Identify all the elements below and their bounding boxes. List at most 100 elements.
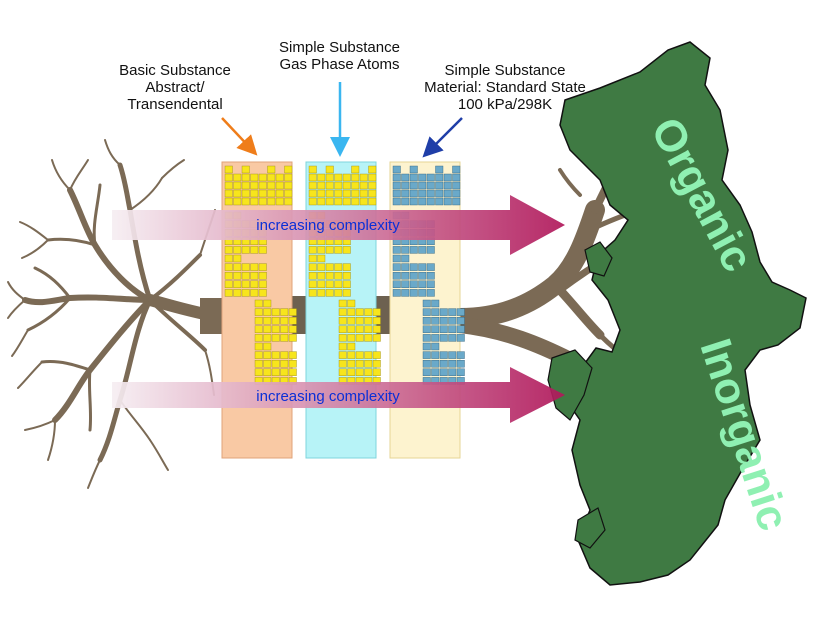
element-cell [250,173,259,182]
element-cell [254,334,263,342]
element-cell [284,197,293,206]
element-cell [347,351,356,359]
element-cell [456,325,465,333]
element-cell [351,181,360,190]
element-cell [431,368,440,376]
element-cell [355,325,364,333]
element-cell [241,197,250,206]
element-cell [317,246,326,254]
element-cell [364,325,373,333]
element-cell [435,181,444,190]
element-cell [267,197,276,206]
element-cell [431,351,440,359]
element-cell [284,181,293,190]
element-cell [422,368,431,376]
element-cells-material [392,165,465,385]
element-cell [401,173,410,182]
element-cell [288,351,297,359]
element-cell [409,165,418,174]
element-cell [418,189,427,198]
element-cell [431,299,440,308]
element-cell [392,272,401,280]
element-cell [308,165,317,174]
element-cell [258,181,267,190]
element-cell [401,246,410,254]
element-cell [392,197,401,206]
element-cell [347,325,356,333]
element-cell [418,272,427,280]
element-cell [392,289,401,297]
element-cell [418,173,427,182]
element-cell [308,263,317,271]
element-cell [263,334,272,342]
element-cell [224,246,233,254]
element-cell [392,254,401,263]
element-cell [250,197,259,206]
element-cell [364,351,373,359]
element-cell [372,360,381,368]
element-cell [317,197,326,206]
element-cell [418,263,427,271]
element-cell [338,368,347,376]
element-cell [233,173,242,182]
element-cell [426,263,435,271]
element-cell [263,325,272,333]
element-cell [409,189,418,198]
top-arrow-label: increasing complexity [256,217,400,234]
element-cell [233,246,242,254]
root-system-icon [7,139,231,489]
element-cell [443,189,452,198]
element-cell [364,334,373,342]
element-cell [364,360,373,368]
element-cell [338,351,347,359]
element-cell [409,272,418,280]
element-cell [342,246,351,254]
element-cell [267,165,276,174]
element-cell [308,181,317,190]
element-cell [263,342,272,351]
element-cell [241,280,250,288]
element-cell [325,272,334,280]
element-cell [422,317,431,325]
element-cell [431,360,440,368]
element-cell [439,317,448,325]
element-cell [224,189,233,198]
element-cell [233,197,242,206]
element-cell [271,325,280,333]
element-cell [325,197,334,206]
element-cell [241,181,250,190]
element-cell [456,368,465,376]
element-cell [435,197,444,206]
element-cell [351,197,360,206]
element-cell [308,189,317,198]
element-cell [250,246,259,254]
element-cell [392,173,401,182]
element-cell [241,272,250,280]
element-cell [456,317,465,325]
element-cell [392,246,401,254]
element-cell [338,325,347,333]
element-cell [263,308,272,316]
element-cell [418,246,427,254]
element-cell [258,189,267,198]
element-cell [233,272,242,280]
element-cell [317,272,326,280]
element-cell [224,263,233,271]
element-cell [325,181,334,190]
element-cell [254,317,263,325]
element-cell [288,334,297,342]
element-cell [342,289,351,297]
element-cell [233,181,242,190]
element-cell [409,181,418,190]
element-cell [275,173,284,182]
element-cell [280,325,289,333]
element-cell [422,325,431,333]
element-cell [258,173,267,182]
element-cell [439,351,448,359]
element-cell [355,351,364,359]
element-cell [452,197,461,206]
element-cell [338,342,347,351]
element-cell [409,280,418,288]
element-cell [392,280,401,288]
element-cell [317,181,326,190]
